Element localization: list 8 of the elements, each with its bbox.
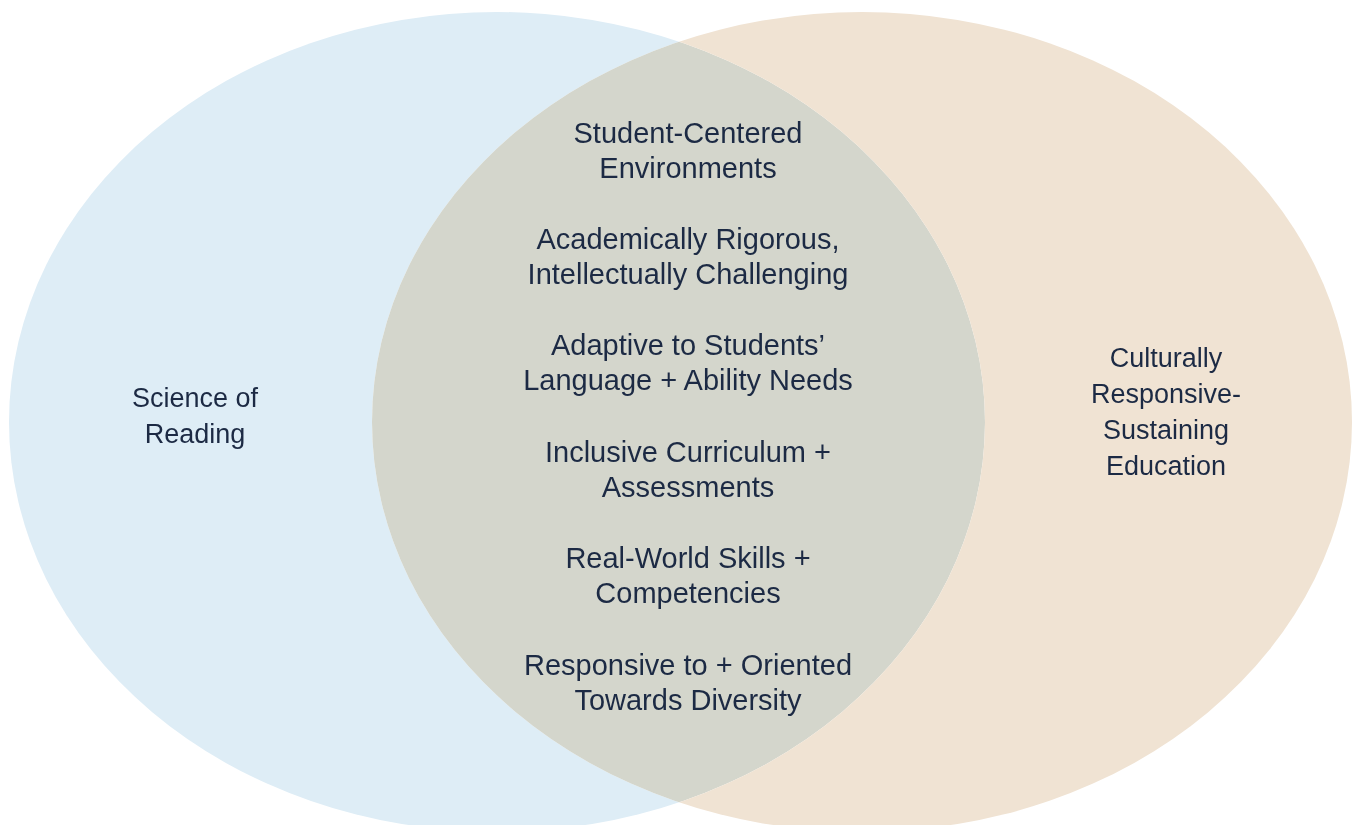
overlap-label: Academically Rigorous, Intellectually Challenging	[526, 222, 850, 292]
overlap-label: Responsive to + Oriented Towards Diversity	[522, 648, 854, 718]
overlap-label: Student-Centered Environments	[572, 116, 804, 186]
overlap-label: Real-World Skills + Competencies	[564, 541, 812, 611]
set-label: Science of Reading	[130, 382, 260, 451]
overlap-label: Inclusive Curriculum + Assessments	[543, 435, 833, 505]
set-label: Culturally Responsive-Sustaining Education	[1089, 342, 1243, 483]
overlap-label: Adaptive to Students’ Language + Ability Needs	[522, 328, 854, 398]
